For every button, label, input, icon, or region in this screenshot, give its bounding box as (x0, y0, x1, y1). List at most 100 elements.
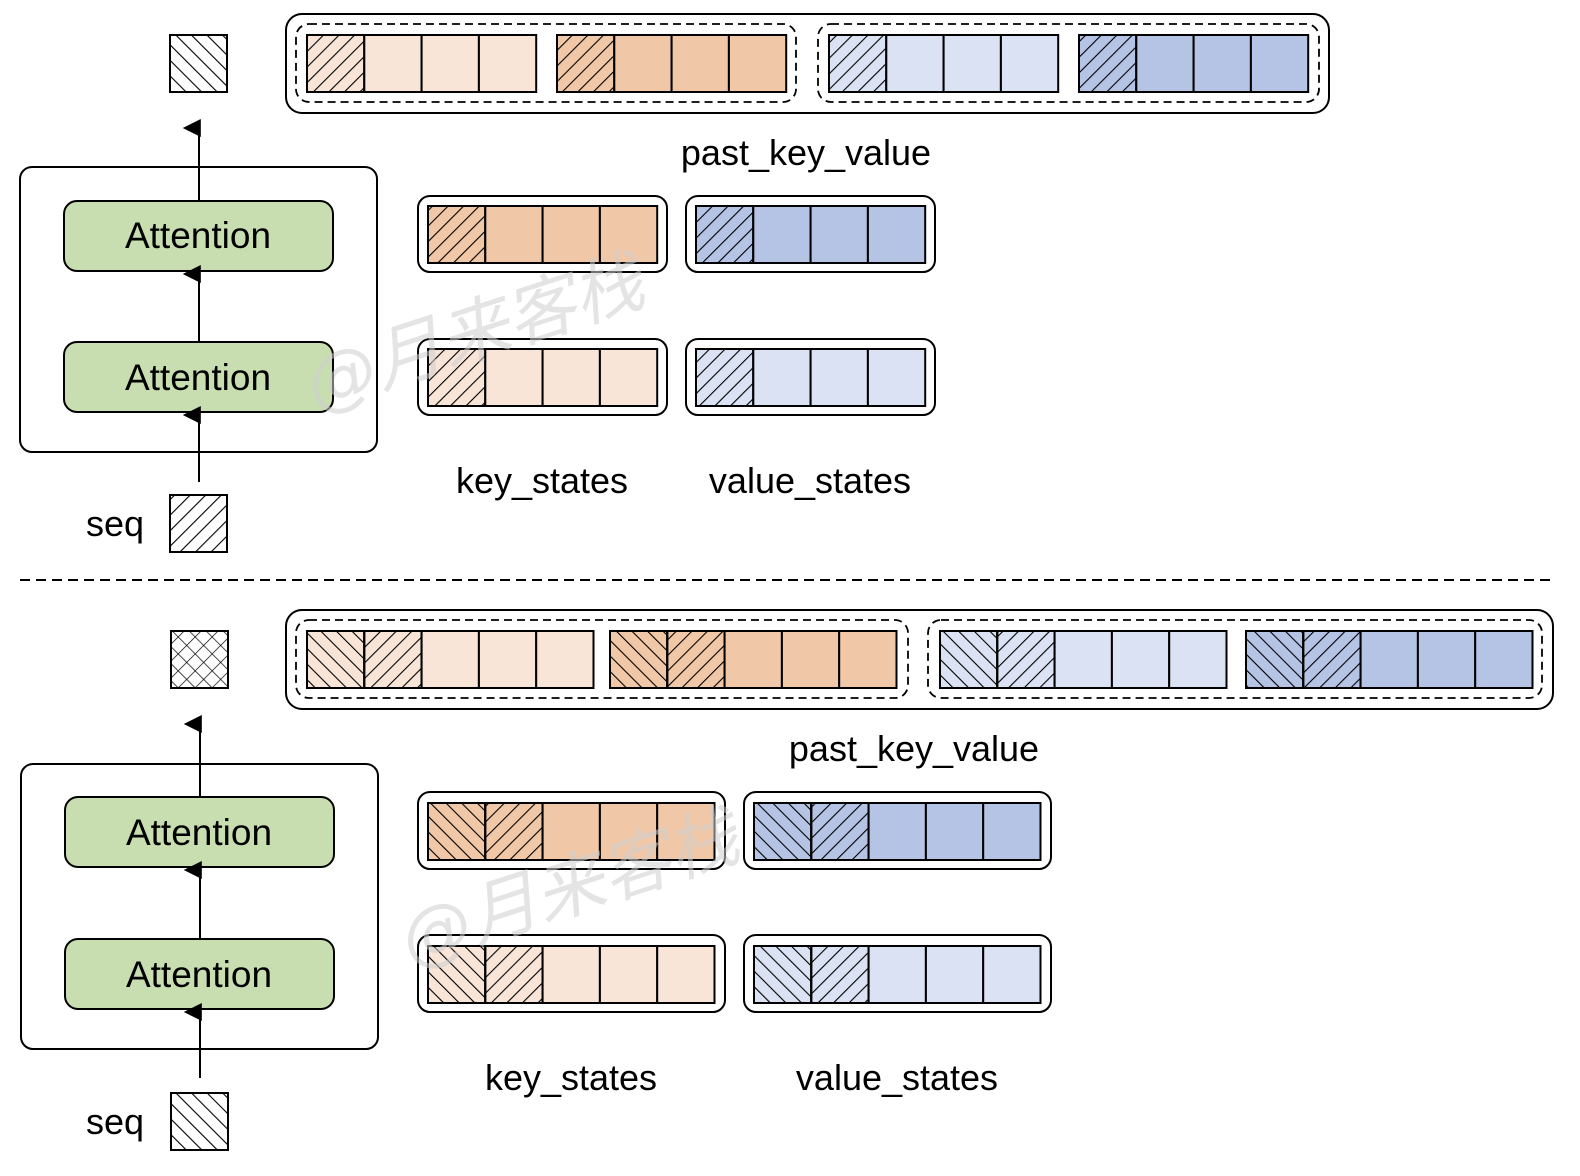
input-token (169, 494, 228, 553)
past-key-value-cells (306, 34, 1310, 93)
key-cell (723, 630, 783, 689)
key-cell (535, 630, 595, 689)
value-cell-hatch-slash (753, 945, 813, 1004)
value-cell (809, 348, 869, 407)
key-cell (541, 945, 601, 1004)
key-cell (598, 348, 659, 407)
value-cell (1249, 34, 1310, 93)
key-cell-hatch-slash (427, 802, 487, 861)
attention-block-bottom: Attention (63, 341, 334, 413)
key-cell (598, 205, 659, 264)
attention-block-bottom: Attention (64, 938, 335, 1010)
past-value-dashed-group (927, 619, 1543, 699)
value-cell-hatch-backslash (695, 348, 755, 407)
key-cell-hatch-backslash (306, 34, 366, 93)
seq-label: seq (86, 503, 144, 544)
key-cell-hatch-slash (609, 630, 669, 689)
value-cell-hatch-slash (753, 802, 813, 861)
value-cell-hatch-backslash (1078, 34, 1138, 93)
past-key-value-cells (306, 630, 1534, 689)
past-value-dashed-group (817, 23, 1320, 103)
key-cell-hatch-backslash (666, 630, 726, 689)
key-states-top-box (417, 791, 726, 870)
value-cell (1359, 630, 1419, 689)
value-states-bottom-box (685, 338, 936, 416)
key-cell-hatch-backslash (556, 34, 616, 93)
key-cell-hatch-backslash (427, 348, 487, 407)
past-key-value-label: past_key_value (681, 132, 931, 173)
layer-state-cells (427, 205, 927, 407)
attention-label: Attention (125, 357, 271, 398)
key-cell (838, 630, 898, 689)
key-cell (420, 34, 480, 93)
key-cell (780, 630, 841, 689)
value-states-top-box (685, 195, 936, 273)
key-cell (670, 34, 730, 93)
key-cell (484, 348, 544, 407)
seq-label: seq (86, 1101, 144, 1142)
value-cell (1192, 34, 1252, 93)
past-key-value-box (285, 609, 1554, 710)
value-cell (1168, 630, 1228, 689)
value-cell (809, 205, 869, 264)
key-cell (484, 205, 544, 264)
key-cell (541, 205, 601, 264)
value-cell-hatch-slash (939, 630, 999, 689)
value-cell (1474, 630, 1534, 689)
key-cell (363, 34, 423, 93)
key-cell (541, 348, 601, 407)
value-cell-hatch-backslash (810, 945, 870, 1004)
past-key-value-box (285, 13, 1330, 114)
value-cell (1135, 34, 1195, 93)
attention-label: Attention (126, 954, 272, 995)
value-cell (752, 348, 812, 407)
past-key-dashed-group (295, 23, 797, 103)
key-cell (477, 34, 538, 93)
value-cell (867, 945, 927, 1004)
value-cell (866, 348, 927, 407)
value-states-top-box (743, 791, 1052, 870)
value-cell (866, 205, 927, 264)
key-cell (598, 802, 659, 861)
key-cell (656, 802, 716, 861)
key-cell (541, 802, 601, 861)
value-cell-hatch-backslash (695, 205, 755, 264)
value-states-label: value_states (709, 460, 911, 501)
key-cell (727, 34, 788, 93)
value-states-label: value_states (796, 1057, 998, 1098)
key-states-bottom-box (417, 338, 668, 416)
key-states-label: key_states (456, 460, 628, 501)
value-cell (982, 802, 1042, 861)
past-key-dashed-group (295, 619, 909, 699)
key-cell-hatch-slash (427, 945, 487, 1004)
output-token (170, 630, 229, 689)
key-cell (477, 630, 538, 689)
value-cell-hatch-backslash (828, 34, 888, 93)
value-cell (752, 205, 812, 264)
attention-label: Attention (125, 215, 271, 256)
past-key-value-label: past_key_value (789, 728, 1039, 769)
value-cell (867, 802, 927, 861)
attention-block-top: Attention (64, 796, 335, 868)
key-states-bottom-box (417, 934, 726, 1013)
panel-2: Attention Attention seq past_key_value k… (20, 609, 1554, 1151)
layer-state-cells (427, 802, 1042, 1004)
value-cell (924, 802, 985, 861)
key-cell (420, 630, 480, 689)
panel-1: Attention Attention seq past_key_value k… (19, 13, 1330, 553)
key-cell-hatch-backslash (484, 802, 544, 861)
key-cell-hatch-slash (306, 630, 366, 689)
input-token (170, 1092, 229, 1151)
value-cell (1053, 630, 1113, 689)
key-cell-hatch-backslash (427, 205, 487, 264)
value-cell-hatch-backslash (810, 802, 870, 861)
value-cell (924, 945, 985, 1004)
value-cell-hatch-backslash (1302, 630, 1362, 689)
value-cell (885, 34, 945, 93)
attention-label: Attention (126, 812, 272, 853)
value-cell-hatch-backslash (996, 630, 1056, 689)
value-states-bottom-box (743, 934, 1052, 1013)
value-cell (999, 34, 1060, 93)
value-cell (942, 34, 1002, 93)
